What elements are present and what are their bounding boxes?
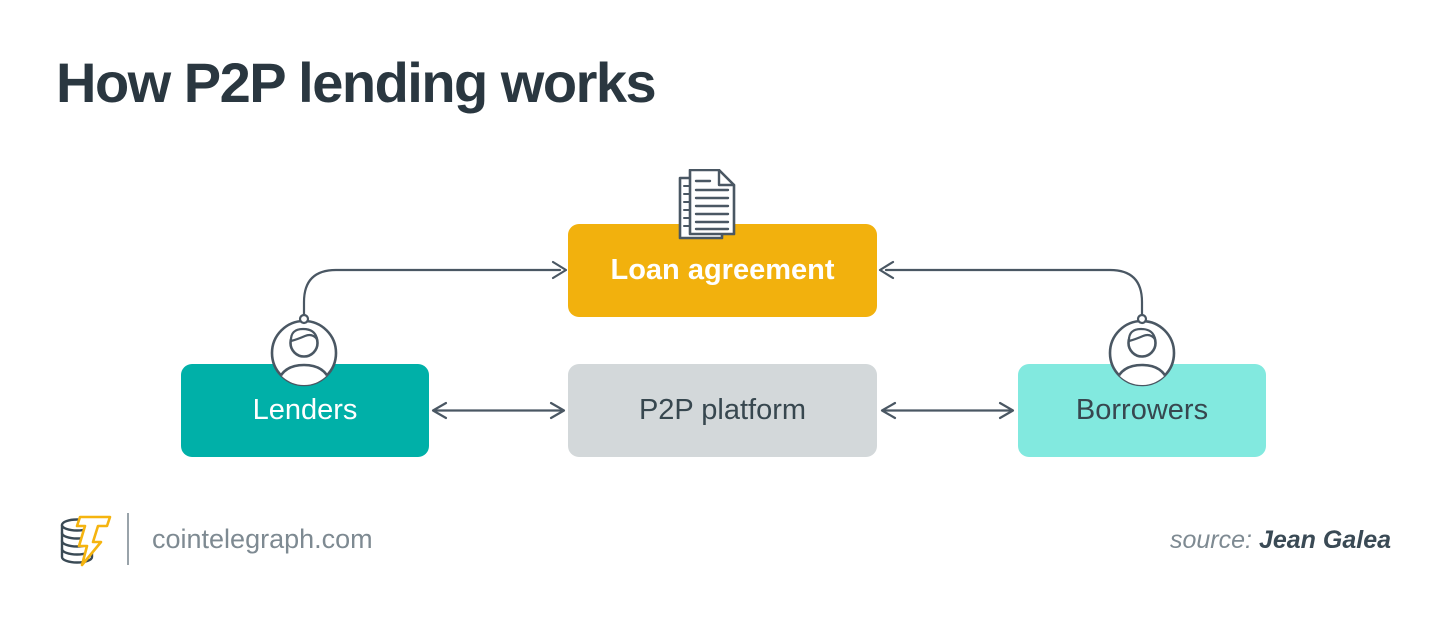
site-name: cointelegraph.com (152, 524, 373, 554)
source-label: source: (1169, 526, 1252, 554)
node-p2p-platform: P2P platform (568, 364, 877, 457)
arrowhead (431, 401, 448, 420)
footer-divider (127, 513, 129, 565)
node-borrowers-label: Borrowers (1075, 394, 1209, 426)
lenders-person-icon (270, 313, 338, 387)
node-loan-agreement-label: Loan agreement (610, 254, 835, 286)
borrowers-person-icon (1108, 313, 1176, 387)
cointelegraph-logo-icon (60, 515, 112, 567)
documents-icon (678, 169, 736, 240)
source-name: Jean Galea (1258, 526, 1391, 554)
source-credit: source:Jean Galea (1170, 526, 1391, 555)
arrowhead (880, 401, 897, 420)
arrow-borrowers-to-loan (884, 268, 1144, 320)
arrowhead (878, 260, 895, 280)
page-title: How P2P lending works (56, 51, 657, 114)
node-lenders-label: Lenders (252, 394, 358, 426)
node-loan-agreement: Loan agreement (568, 224, 877, 317)
arrowhead (549, 401, 566, 420)
arrow-lenders-to-loan (302, 268, 562, 320)
arrowhead (551, 260, 568, 280)
node-p2p-platform-label: P2P platform (638, 394, 807, 426)
arrowhead (998, 401, 1015, 420)
